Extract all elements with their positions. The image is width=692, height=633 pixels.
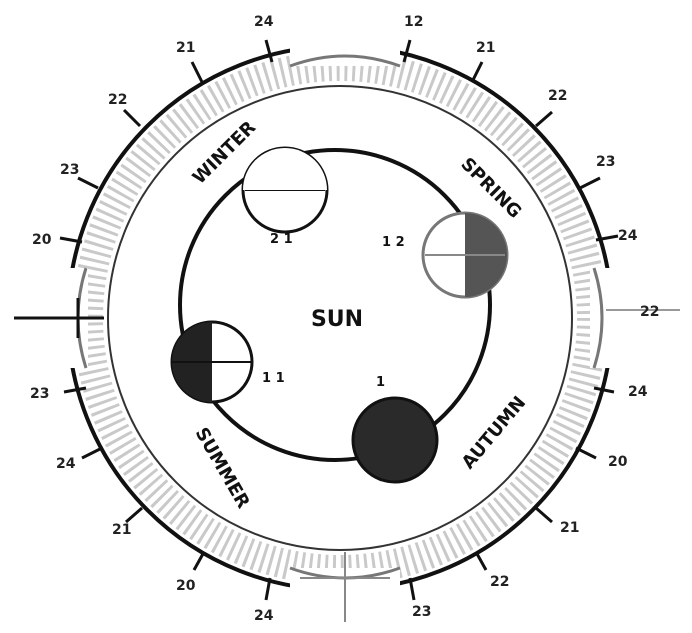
- tick-n10: 20: [32, 232, 52, 248]
- tick-e3: 21: [560, 520, 579, 536]
- season-label-bottom-right: AUTUMN: [458, 392, 531, 473]
- tick-n4: 22: [548, 88, 567, 104]
- tick-s4: 21: [112, 522, 131, 538]
- tick-e1: 24: [628, 384, 648, 400]
- tick-s2: 24: [254, 608, 274, 624]
- tick-n2: 12: [404, 14, 423, 30]
- tick-w1: 24: [56, 456, 76, 472]
- tick-w2: 23: [30, 386, 49, 402]
- tick-e4: 22: [490, 574, 509, 590]
- earth-orbit: [180, 150, 490, 460]
- earth-top-left: [243, 148, 327, 232]
- orbit-label-bottom-right: 1: [376, 375, 385, 390]
- tick-w3: 22: [640, 304, 659, 320]
- gap-right: [590, 268, 622, 368]
- tick-n7: 21: [176, 40, 195, 56]
- tick-n9: 23: [60, 162, 79, 178]
- tick-n1: 24: [254, 14, 274, 30]
- tick-n3: 21: [476, 40, 495, 56]
- earth-left: [172, 322, 252, 402]
- orbit-label-right-top: 1 2: [382, 235, 405, 250]
- earth-bottom-right: [353, 398, 437, 482]
- tick-n5: 23: [596, 154, 615, 170]
- orbit-label-left: 1 1: [262, 371, 285, 386]
- earth-right: [423, 213, 507, 297]
- tick-s1: 23: [412, 604, 431, 620]
- tick-e2: 20: [608, 454, 628, 470]
- tick-s3: 20: [176, 578, 196, 594]
- tick-n8: 22: [108, 92, 127, 108]
- sun-label: SUN: [311, 307, 363, 332]
- tick-n6: 24: [618, 228, 638, 244]
- orbit-label-top-left: 2 1: [270, 232, 293, 247]
- season-label-bottom-left: SUMMER: [191, 424, 254, 512]
